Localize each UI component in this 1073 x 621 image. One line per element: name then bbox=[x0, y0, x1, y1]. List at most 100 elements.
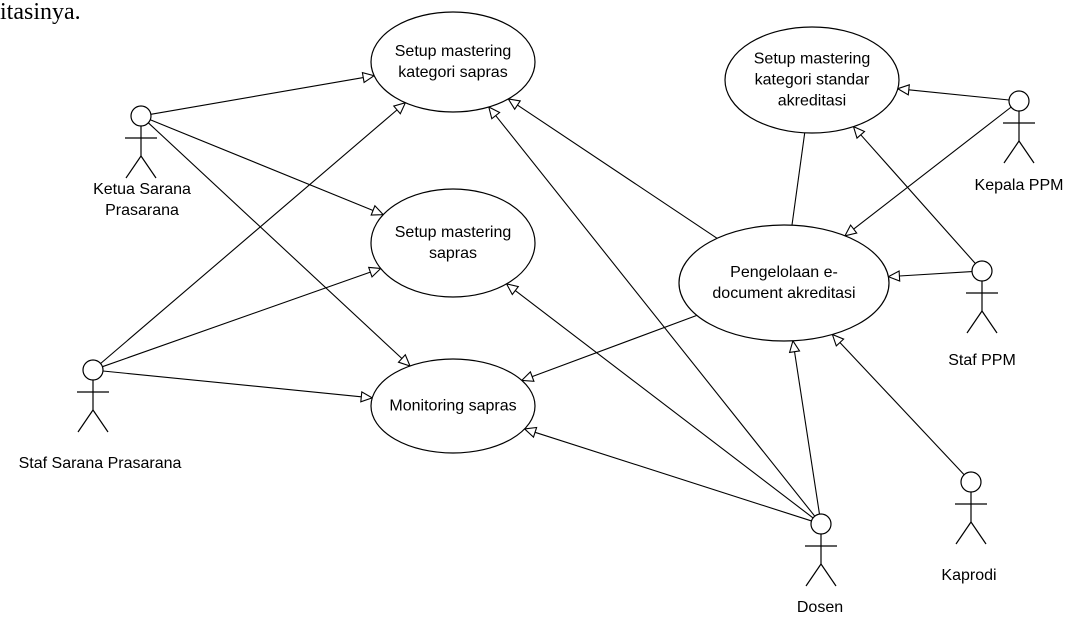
actor-leg bbox=[1018, 140, 1035, 164]
actor-head bbox=[810, 513, 832, 535]
actor-head bbox=[1008, 90, 1030, 112]
association-staf-ppm-to-pengelolaan bbox=[887, 270, 973, 282]
association-line bbox=[100, 109, 398, 364]
actor-head bbox=[82, 359, 104, 381]
arrowhead bbox=[843, 224, 858, 237]
actor-head bbox=[971, 260, 993, 282]
arrowhead bbox=[896, 84, 910, 96]
use-case-label: Setup mastering kategori standar akreditas… bbox=[754, 49, 871, 112]
use-case-label-line: sapras bbox=[428, 245, 478, 262]
arrowhead bbox=[392, 101, 407, 115]
actor-label: Kepala PPM bbox=[975, 175, 1064, 196]
actor-staf-sarana bbox=[77, 359, 109, 433]
use-case-label-line: kategori standar bbox=[754, 71, 870, 89]
actor-kepala-ppm bbox=[1003, 90, 1035, 164]
arrowhead bbox=[487, 105, 501, 120]
actor-leg bbox=[1003, 140, 1020, 164]
association-kaprodi-to-pengelolaan bbox=[831, 333, 965, 476]
arrowhead bbox=[507, 98, 522, 111]
use-case-label-line: akreditasi bbox=[777, 92, 847, 110]
association-pengelolaan-to-kategori-sapras bbox=[507, 98, 718, 239]
actor-leg bbox=[125, 155, 142, 179]
association-dosen-to-pengelolaan bbox=[788, 339, 821, 515]
association-staf-sarana-to-kategori-sapras bbox=[100, 101, 407, 364]
arrowhead bbox=[520, 370, 535, 382]
actor-label-line: Staf PPM bbox=[948, 352, 1016, 369]
use-case-label-line: Setup mastering bbox=[753, 50, 871, 68]
association-dosen-to-kategori-sapras bbox=[487, 105, 816, 517]
association-line bbox=[514, 290, 814, 519]
actor-label-line: Dosen bbox=[796, 599, 844, 616]
association-line bbox=[791, 132, 806, 226]
use-case-label-line: document akreditasi bbox=[712, 285, 856, 302]
association-line bbox=[102, 271, 371, 368]
actor-label: Staf PPM bbox=[948, 350, 1016, 371]
use-case-kategori-standar bbox=[724, 26, 900, 134]
arrowhead bbox=[788, 339, 801, 354]
use-case-label-line: kategori sapras bbox=[398, 64, 508, 81]
arrowhead bbox=[361, 71, 376, 84]
association-line bbox=[908, 89, 1010, 101]
association-line bbox=[860, 134, 976, 264]
actor-head bbox=[960, 471, 982, 493]
actor-label-line: Kaprodi bbox=[941, 567, 997, 584]
actor-label-line: Prasarana bbox=[105, 202, 179, 219]
actor-label-line: Staf Sarana Prasarana bbox=[18, 455, 182, 472]
actor-label-line: Ketua Sarana bbox=[93, 181, 191, 198]
association-dosen-to-monitoring bbox=[523, 426, 812, 522]
association-line bbox=[147, 122, 403, 359]
association-pengelolaan-to-monitoring bbox=[520, 314, 698, 382]
association-line bbox=[839, 342, 965, 476]
actor-head bbox=[130, 105, 152, 127]
association-staf-ppm-to-kategori-standar bbox=[852, 125, 976, 264]
arrowhead bbox=[505, 283, 520, 296]
arrowhead bbox=[370, 204, 385, 216]
actor-leg bbox=[981, 310, 998, 334]
actor-leg bbox=[77, 409, 94, 433]
use-case-label: Monitoring sapras bbox=[389, 396, 516, 417]
association-line bbox=[531, 314, 698, 378]
actor-label: Kaprodi bbox=[941, 565, 996, 586]
arrowhead bbox=[367, 266, 382, 278]
association-dosen-to-sapras bbox=[505, 283, 814, 519]
use-case-label-line: Monitoring sapras bbox=[389, 397, 517, 415]
actor-label-line: Kepala PPM bbox=[974, 177, 1064, 194]
association-line bbox=[495, 115, 816, 517]
association-line bbox=[102, 370, 362, 398]
arrowhead bbox=[852, 125, 866, 140]
association-line bbox=[534, 431, 812, 522]
use-case-label: Pengelolaan e-document akreditasi bbox=[712, 262, 855, 304]
use-cases-layer bbox=[370, 11, 900, 454]
actor-leg bbox=[966, 310, 983, 334]
actor-leg bbox=[140, 155, 157, 179]
use-case-label: Setup mastering kategori sapras bbox=[395, 41, 512, 83]
association-line bbox=[150, 119, 374, 211]
association-line bbox=[150, 76, 364, 115]
use-case-pengelolaan bbox=[678, 224, 890, 342]
association-ketua-to-sapras bbox=[150, 119, 385, 216]
association-ketua-to-monitoring bbox=[147, 122, 411, 367]
association-pengelolaan-to-kategori-standar bbox=[791, 132, 806, 226]
association-line bbox=[517, 104, 718, 239]
arrowhead bbox=[887, 270, 901, 282]
use-case-label-line: Setup mastering bbox=[394, 43, 512, 60]
association-kepala-ppm-to-pengelolaan bbox=[843, 106, 1012, 237]
arrowhead bbox=[523, 426, 538, 439]
association-line bbox=[899, 271, 973, 277]
association-line bbox=[853, 106, 1012, 230]
use-case-label-line: Pengelolaan e- bbox=[730, 264, 838, 281]
use-case-kategori-sapras bbox=[370, 11, 536, 113]
actor-leg bbox=[820, 563, 837, 587]
actor-ketua bbox=[125, 105, 157, 179]
actor-leg bbox=[970, 521, 987, 545]
actor-dosen bbox=[805, 513, 837, 587]
actor-leg bbox=[955, 521, 972, 545]
arrowhead bbox=[397, 353, 411, 367]
association-staf-sarana-to-monitoring bbox=[102, 370, 374, 403]
actor-staf-ppm bbox=[966, 260, 998, 334]
actor-leg bbox=[805, 563, 822, 587]
association-staf-sarana-to-sapras bbox=[102, 266, 382, 368]
page-text-fragment: itasinya. bbox=[0, 0, 81, 25]
